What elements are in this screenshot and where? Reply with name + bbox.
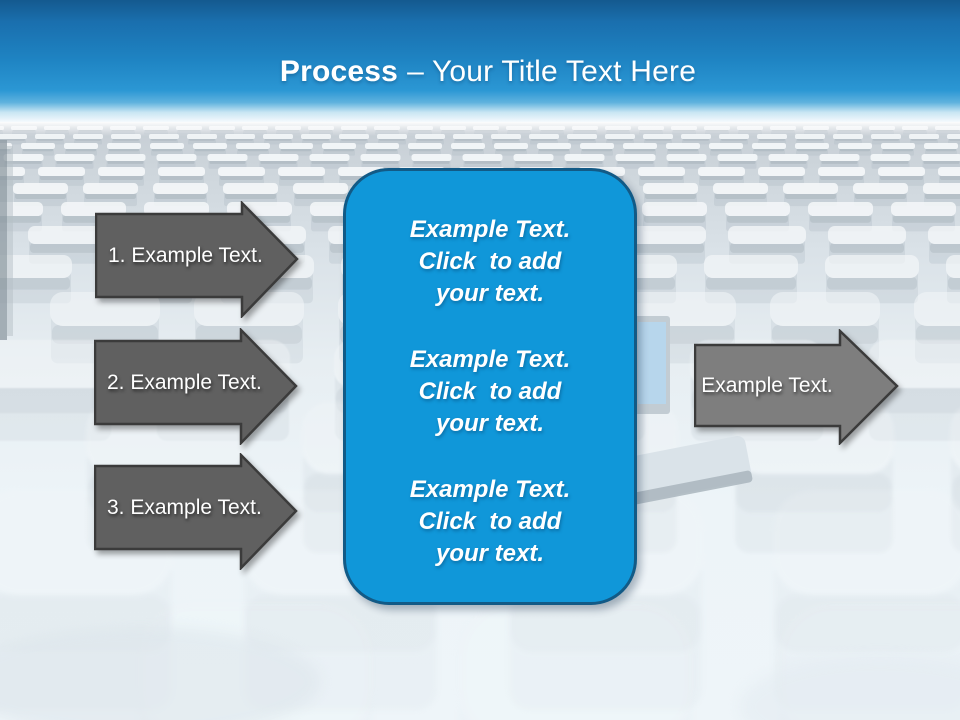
right-arrow-shape-icon [93,326,298,447]
panel-text-block[interactable]: Example Text. Click to add your text. [409,346,571,437]
title-rest: – Your Title Text Here [407,55,697,88]
center-panel[interactable]: Example Text. Click to add your text. Ex… [343,168,637,605]
floor-blur-shape [740,657,960,720]
right-arrow-shape-icon [693,328,899,447]
edge-tower-shape [0,140,7,340]
monitor-screen [638,322,666,404]
floor-blur-shape [0,627,320,720]
panel-text-block[interactable]: Example Text. Click to add your text. [409,216,571,307]
step-arrow-label: 1. Example Text. [108,243,263,267]
step-arrow-label: 3. Example Text. [107,495,262,519]
slide-title[interactable]: Process– Your Title Text Here [8,54,960,90]
horizon-fade [0,122,960,136]
step-arrow-3[interactable]: 3. Example Text. [93,451,300,572]
title-bar: Process– Your Title Text Here [0,0,960,122]
panel-text-block[interactable]: Example Text. Click to add your text. [409,476,571,567]
step-arrow-2[interactable]: 2. Example Text. [93,326,300,447]
keyboard-shape [623,436,753,505]
edge-tower-highlight [7,146,13,336]
output-arrow[interactable]: Example Text. [693,328,900,447]
props [0,140,960,720]
right-arrow-shape-icon [94,199,299,320]
step-arrow-1[interactable]: 1. Example Text. [94,199,301,320]
title-emphasis: Process [279,55,399,88]
output-arrow-label: Example Text. [701,373,833,397]
step-arrow-label: 2. Example Text. [107,370,262,394]
right-arrow-shape-icon [93,451,298,572]
